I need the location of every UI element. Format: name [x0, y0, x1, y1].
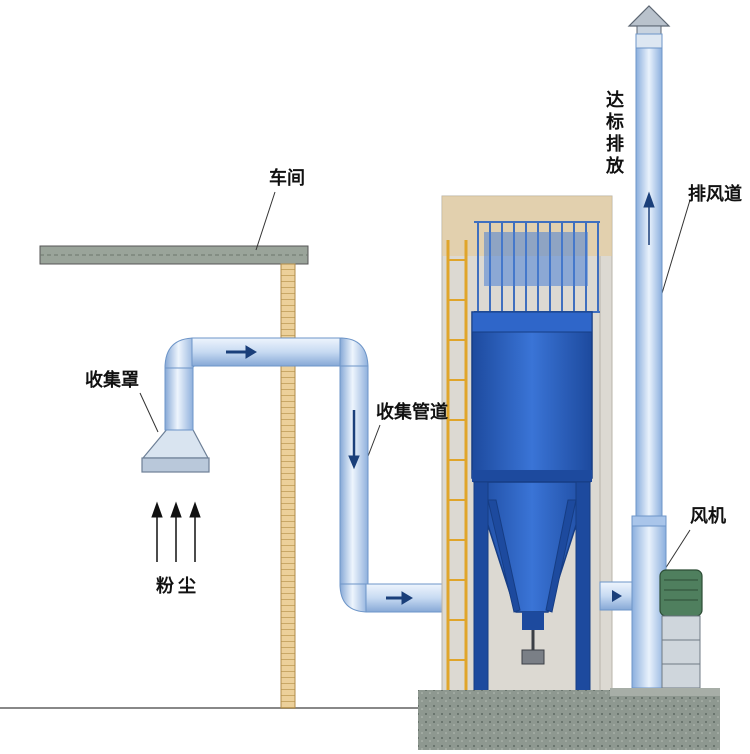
dust-arrows: [151, 501, 201, 562]
collector-hopper: [472, 481, 592, 613]
collection-hood: [141, 427, 209, 459]
workshop-leader-line: [255, 191, 276, 251]
fan-label: 风机: [690, 506, 726, 527]
chimney-cap-icon: [627, 5, 671, 27]
exhaust-stack: [635, 45, 663, 521]
collection-hood-rim: [141, 457, 210, 473]
flow-arrow-icon: [348, 410, 360, 470]
access-ladder: [446, 240, 468, 705]
flow-arrow-icon: [643, 191, 655, 245]
duct-leader-line: [659, 199, 691, 301]
concrete-foundation: [418, 690, 720, 750]
workshop-wall: [280, 263, 296, 709]
collector-body: [471, 311, 593, 479]
pipe-top-run: [191, 337, 343, 367]
workshop-label: 车间: [269, 168, 305, 189]
discharge-valve: [521, 649, 545, 665]
filter-head-box: [484, 232, 588, 286]
flow-arrow-icon: [386, 591, 413, 605]
dust-label: 粉尘: [156, 576, 200, 597]
flow-arrow-icon: [612, 590, 622, 602]
pipe-elbow-left: [164, 337, 196, 369]
pipe-down-run: [339, 365, 369, 587]
compliant-emission-label: 达标排放: [603, 90, 624, 178]
flow-arrow-icon: [226, 345, 257, 359]
hood-label: 收集罩: [85, 370, 139, 391]
fan-motor-icon: [659, 569, 703, 689]
hood-leader-line: [139, 392, 159, 433]
pipe-riser: [164, 365, 194, 431]
collection-pipe-label: 收集管道: [376, 402, 448, 423]
collector-legs: [473, 481, 591, 709]
exhaust-duct-label: 排风道: [688, 184, 742, 205]
pipe-elbow-right: [339, 337, 369, 369]
pipe-elbow-bottom: [339, 583, 369, 613]
